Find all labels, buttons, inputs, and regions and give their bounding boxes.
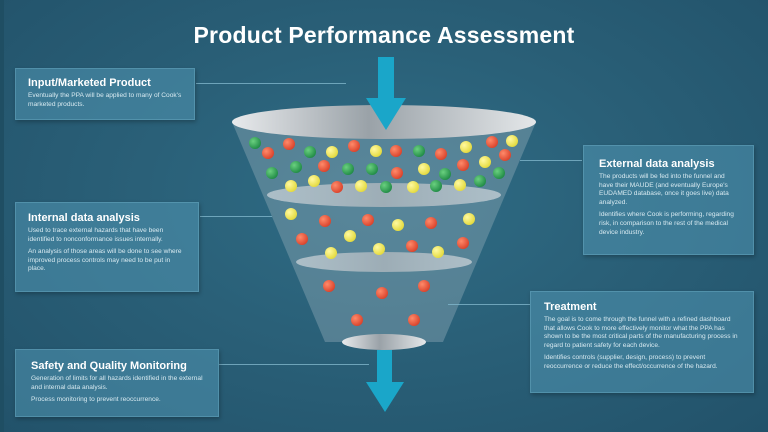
box-text: Generation of limits for all hazards ide… [31,375,203,391]
balls-bottom-stage [323,280,430,326]
box-text: Process monitoring to prevent reoccurren… [31,396,161,404]
connector-safety [219,364,369,365]
input-arrow-icon [366,57,406,130]
box-text: The products will be fed into the funnel… [599,173,729,206]
box-heading: Safety and Quality Monitoring [31,360,187,372]
box-text: Identifies controls (supplier, design, p… [544,354,718,370]
box-safety-quality-monitoring: Safety and Quality Monitoring Generation… [15,349,219,417]
box-heading: Internal data analysis [28,212,140,224]
box-text: The goal is to come through the funnel w… [544,316,738,349]
funnel-band-2 [296,252,472,272]
box-text: Used to trace external hazards that have… [28,227,164,243]
box-text: Identifies where Cook is performing, reg… [599,211,734,236]
box-heading: External data analysis [599,158,715,170]
balls-top-stage [249,135,518,193]
box-external-data-analysis: External data analysis The products will… [583,145,754,255]
page-title: Product Performance Assessment [193,22,575,48]
box-text: Eventually the PPA will be applied to ma… [28,92,182,108]
frame-edge [0,0,4,432]
funnel-spout [342,334,426,350]
funnel-band-1 [267,183,501,207]
connector-internal [200,216,272,217]
box-input-marketed-product: Input/Marketed Product Eventually the PP… [15,68,195,120]
connector-treatment [448,304,530,305]
connector-external [520,160,582,161]
balls-middle-stage [285,208,475,259]
box-internal-data-analysis: Internal data analysis Used to trace ext… [15,202,199,292]
connector-input [196,83,346,84]
box-treatment: Treatment The goal is to come through th… [530,291,754,393]
box-heading: Treatment [544,301,597,313]
box-heading: Input/Marketed Product [28,77,151,89]
box-text: An analysis of those areas will be done … [28,248,182,273]
funnel-body [232,122,536,342]
output-arrow-icon [366,350,404,412]
